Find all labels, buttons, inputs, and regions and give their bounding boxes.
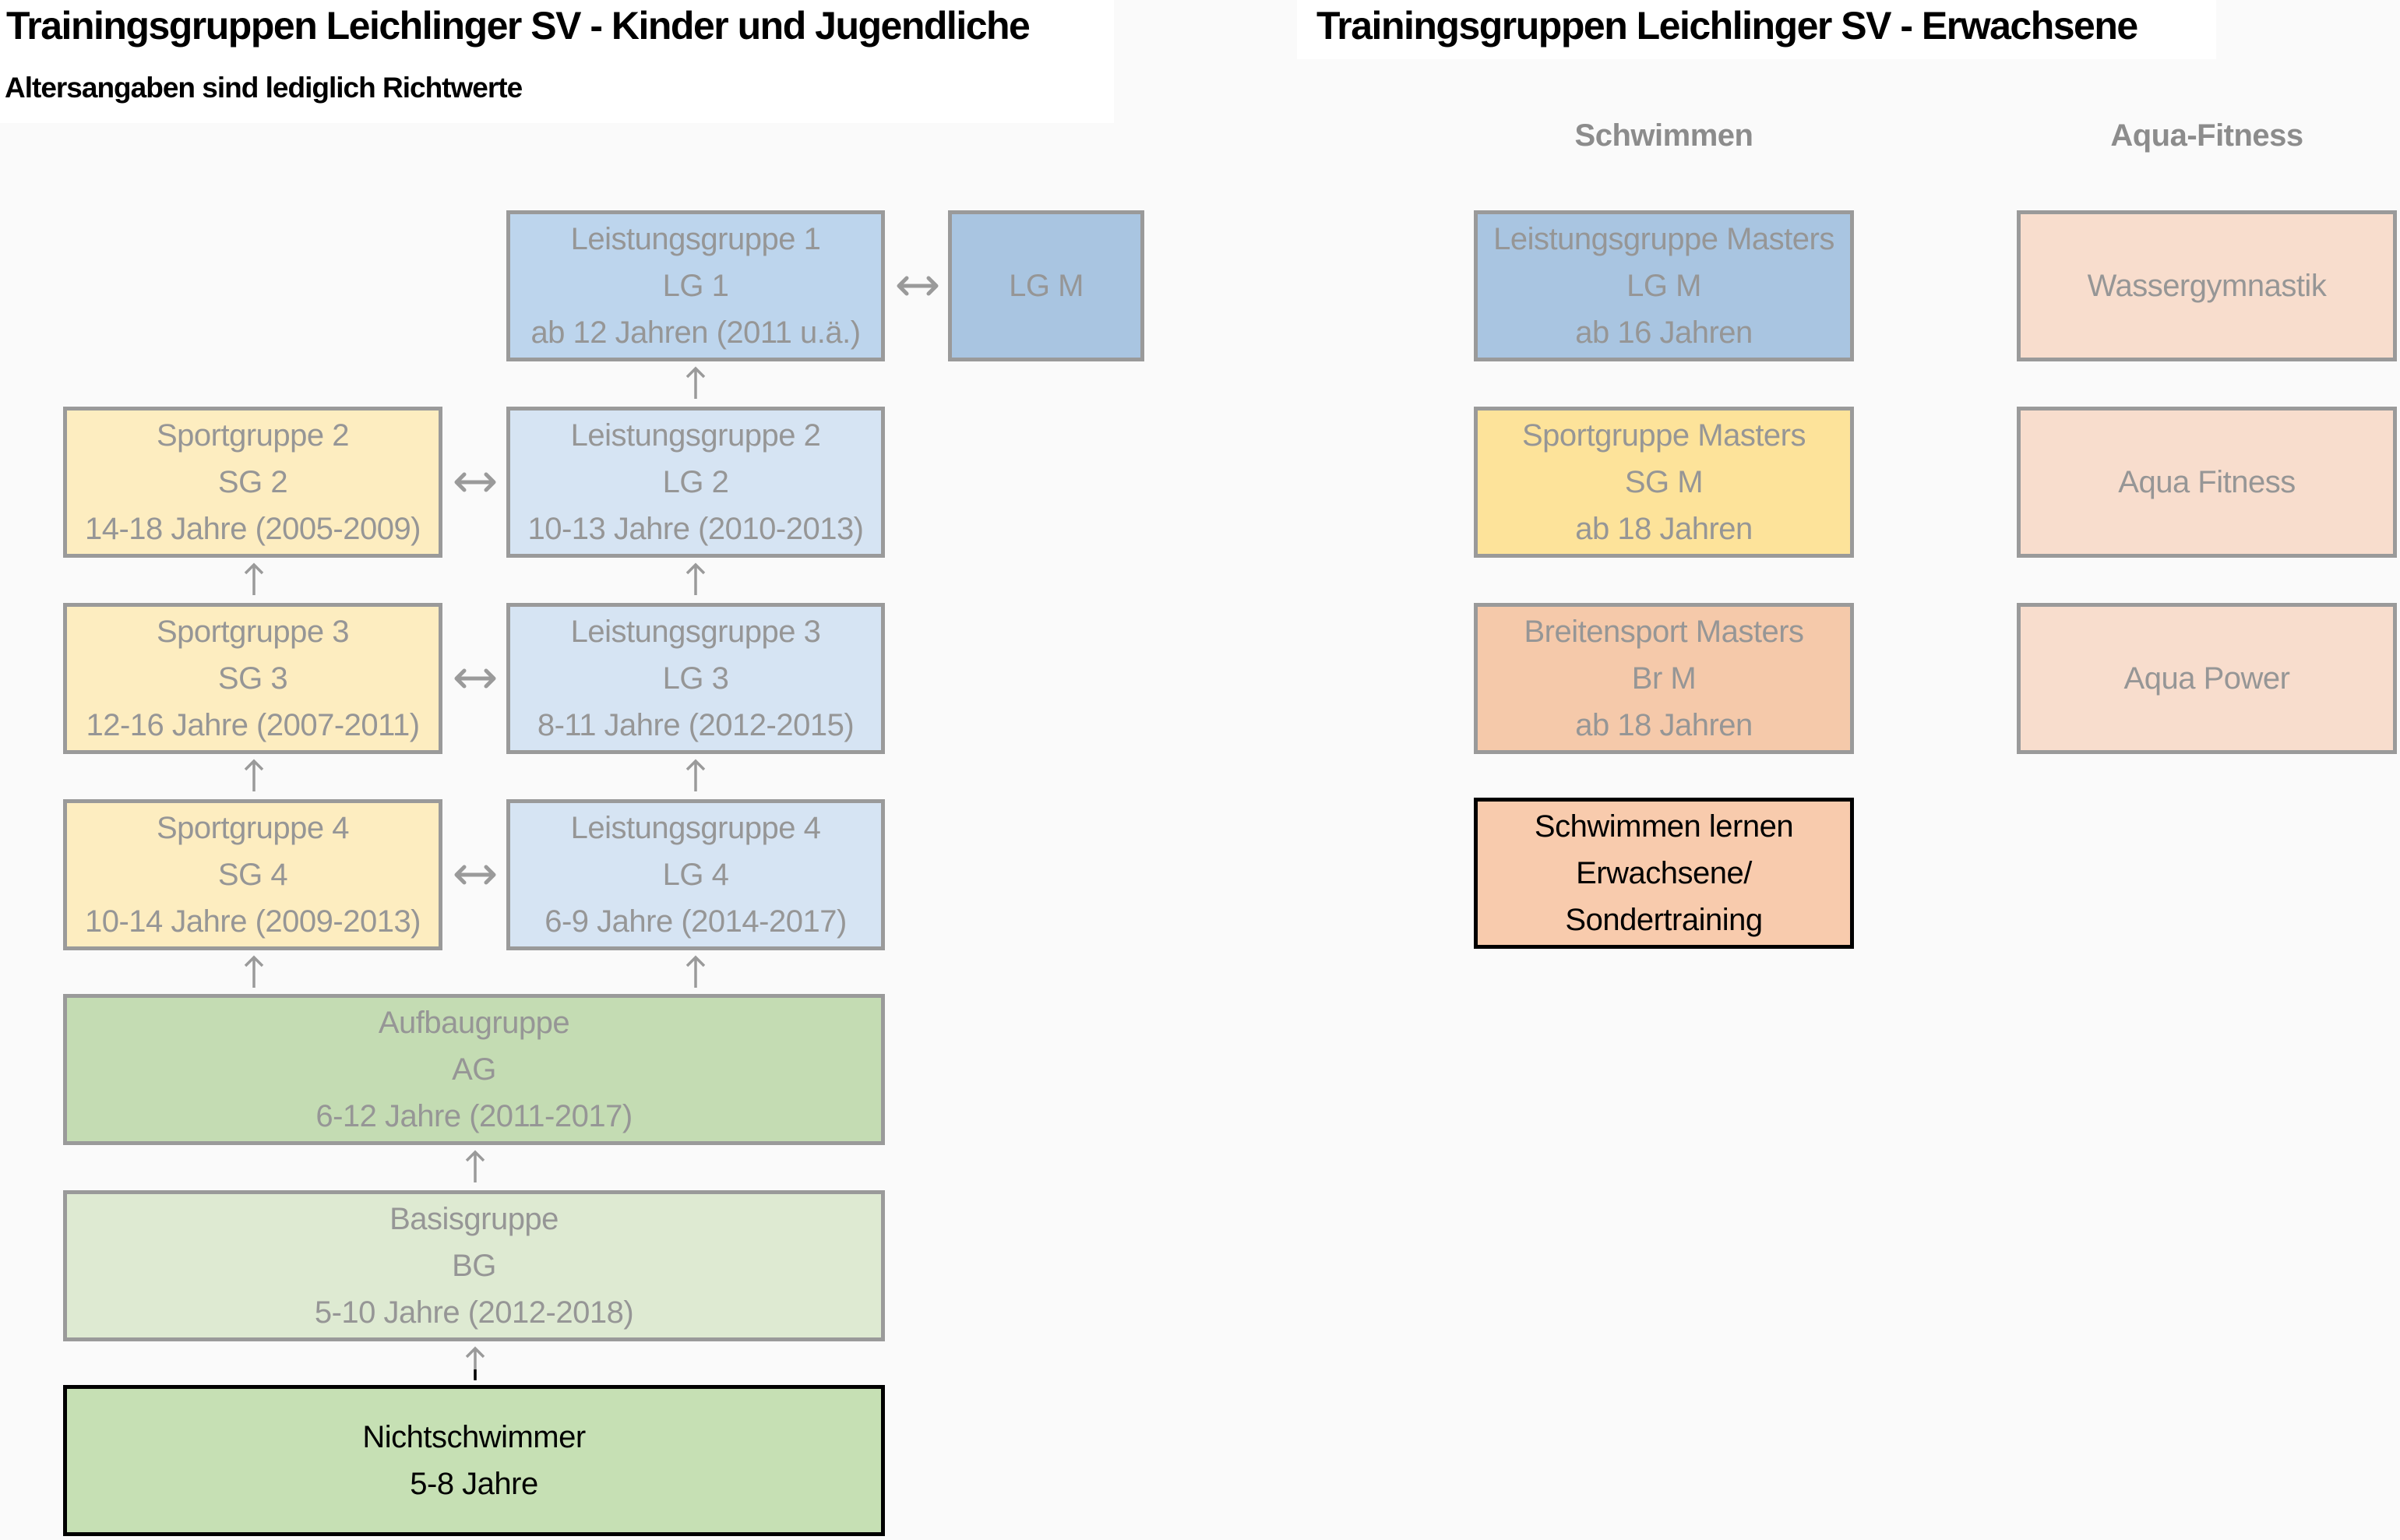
group-abbr: BG: [452, 1249, 496, 1283]
group-line-2: Erwachsene/: [1576, 856, 1752, 890]
group-abbr: AG: [452, 1052, 496, 1087]
group-age: 12-16 Jahre (2007-2011): [86, 708, 420, 742]
group-box-sg2[interactable]: Sportgruppe 2 SG 2 14-18 Jahre (2005-200…: [63, 407, 442, 558]
left-right-arrow-icon: [454, 472, 496, 492]
group-age: 8-11 Jahre (2012-2015): [537, 708, 855, 742]
group-box-sg4[interactable]: Sportgruppe 4 SG 4 10-14 Jahre (2009-201…: [63, 799, 442, 950]
group-name: Wassergymnastik: [2087, 269, 2327, 303]
group-box-schwimmen-lernen[interactable]: Schwimmen lernen Erwachsene/ Sondertrain…: [1474, 798, 1854, 949]
group-box-lg-m[interactable]: LG M: [948, 210, 1144, 361]
adults-title: Trainingsgruppen Leichlinger SV - Erwach…: [1316, 4, 2138, 48]
group-age: ab 16 Jahren: [1575, 315, 1753, 350]
left-right-arrow-icon: [454, 865, 496, 885]
group-name: Leistungsgruppe Masters: [1493, 222, 1834, 256]
group-name: Aqua Fitness: [2118, 465, 2296, 499]
group-name: Leistungsgruppe 1: [570, 222, 821, 256]
group-abbr: SG 3: [217, 661, 288, 696]
group-name: Sportgruppe Masters: [1521, 418, 1806, 453]
up-arrow-icon: [685, 759, 706, 791]
up-arrow-icon: [465, 1150, 485, 1182]
group-abbr: Br M: [1631, 661, 1697, 696]
group-name: Leistungsgruppe 3: [570, 615, 821, 649]
group-age: ab 18 Jahren: [1575, 512, 1753, 546]
group-box-lg3[interactable]: Leistungsgruppe 3 LG 3 8-11 Jahre (2012-…: [506, 603, 885, 754]
column-header-schwimmen: Schwimmen: [1574, 118, 1753, 153]
group-age: 6-9 Jahre (2014-2017): [544, 904, 847, 939]
group-name: Aufbaugruppe: [378, 1006, 570, 1040]
up-arrow-icon: [244, 955, 264, 988]
group-box-lg-masters[interactable]: Leistungsgruppe Masters LG M ab 16 Jahre…: [1474, 210, 1854, 361]
group-name: Nichtschwimmer: [362, 1420, 586, 1454]
group-age: 5-8 Jahre: [410, 1467, 538, 1501]
column-header-aqua-fitness: Aqua-Fitness: [2110, 118, 2303, 153]
group-age: 10-13 Jahre (2010-2013): [527, 512, 864, 546]
group-box-lg4[interactable]: Leistungsgruppe 4 LG 4 6-9 Jahre (2014-2…: [506, 799, 885, 950]
up-arrow-icon: [244, 562, 264, 595]
group-name: Sportgruppe 2: [156, 418, 350, 453]
group-name: Leistungsgruppe 4: [570, 811, 821, 845]
group-abbr: LG M: [1626, 269, 1701, 303]
up-arrow-icon: [685, 366, 706, 399]
up-arrow-icon: [685, 562, 706, 595]
kids-subtitle: Altersangaben sind lediglich Richtwerte: [5, 72, 523, 104]
kids-title: Trainingsgruppen Leichlinger SV - Kinder…: [6, 4, 1031, 48]
group-abbr: LG M: [1009, 269, 1084, 303]
group-name: Leistungsgruppe 2: [570, 418, 821, 453]
group-age: 10-14 Jahre (2009-2013): [84, 904, 421, 939]
group-abbr: LG 2: [662, 465, 729, 499]
group-abbr: LG 4: [662, 858, 729, 892]
group-abbr: SG M: [1624, 465, 1704, 499]
group-box-bg[interactable]: Basisgruppe BG 5-10 Jahre (2012-2018): [63, 1190, 885, 1341]
group-box-wassergymnastik[interactable]: Wassergymnastik: [2017, 210, 2397, 361]
group-box-br-masters[interactable]: Breitensport Masters Br M ab 18 Jahren: [1474, 603, 1854, 754]
group-name: Aqua Power: [2123, 661, 2290, 696]
group-name: Sportgruppe 3: [156, 615, 350, 649]
group-box-ag[interactable]: Aufbaugruppe AG 6-12 Jahre (2011-2017): [63, 994, 885, 1145]
group-abbr: SG 4: [217, 858, 288, 892]
group-box-sg-masters[interactable]: Sportgruppe Masters SG M ab 18 Jahren: [1474, 407, 1854, 558]
up-arrow-icon: [244, 759, 264, 791]
group-age: ab 18 Jahren: [1575, 708, 1753, 742]
group-box-aqua-fitness[interactable]: Aqua Fitness: [2017, 407, 2397, 558]
group-box-lg1[interactable]: Leistungsgruppe 1 LG 1 ab 12 Jahren (201…: [506, 210, 885, 361]
group-name: Breitensport Masters: [1524, 615, 1804, 649]
group-box-lg2[interactable]: Leistungsgruppe 2 LG 2 10-13 Jahre (2010…: [506, 407, 885, 558]
group-abbr: LG 1: [662, 269, 729, 303]
group-abbr: LG 3: [662, 661, 729, 696]
group-age: ab 12 Jahren (2011 u.ä.): [530, 315, 861, 350]
adults-header-panel: [1297, 0, 2216, 59]
up-arrow-icon: [465, 1346, 485, 1380]
group-age: 5-10 Jahre (2012-2018): [314, 1295, 634, 1330]
kids-header-panel: [0, 0, 1114, 123]
left-right-arrow-icon: [454, 668, 496, 689]
group-line-1: Schwimmen lernen: [1534, 809, 1794, 844]
group-name: Basisgruppe: [389, 1202, 559, 1236]
group-box-nichtschwimmer[interactable]: Nichtschwimmer 5-8 Jahre: [63, 1385, 885, 1536]
group-box-aqua-power[interactable]: Aqua Power: [2017, 603, 2397, 754]
group-abbr: SG 2: [217, 465, 288, 499]
group-age: 6-12 Jahre (2011-2017): [315, 1099, 633, 1133]
group-age: 14-18 Jahre (2005-2009): [84, 512, 421, 546]
up-arrow-icon: [685, 955, 706, 988]
group-line-3: Sondertraining: [1565, 903, 1763, 937]
group-name: Sportgruppe 4: [156, 811, 350, 845]
group-box-sg3[interactable]: Sportgruppe 3 SG 3 12-16 Jahre (2007-201…: [63, 603, 442, 754]
left-right-arrow-icon: [897, 276, 939, 296]
